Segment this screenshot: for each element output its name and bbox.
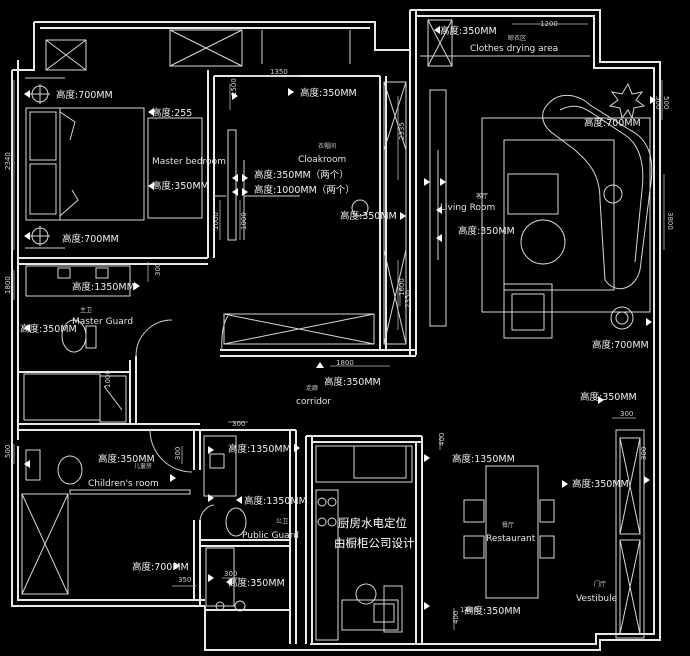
- room-label-clothes-drying-cn: 晾衣区: [508, 34, 526, 42]
- dim-300-b: 300: [174, 447, 182, 460]
- height-labels: 高度:350MM 高度:700MM 高度:255 高度:350MM 高度:700…: [20, 25, 649, 617]
- dim-2340: 2340: [4, 152, 12, 170]
- childrens-room: 儿童房 Children's room: [21, 429, 215, 595]
- living-room: 晾衣区 Clothes drying area 客厅 Living Room: [420, 19, 653, 339]
- dim-1800-b: 1800: [4, 276, 12, 294]
- height-label-kitchen-top: 高度:1350MM: [452, 453, 515, 465]
- room-label-restaurant-cn: 餐厅: [502, 521, 514, 529]
- dim-3800: 3800: [666, 212, 674, 230]
- height-label-living-bottom: 高度:700MM: [592, 339, 649, 351]
- dim-1600: 1600: [398, 278, 406, 296]
- room-label-master-bedroom: Master bedroom: [152, 157, 226, 167]
- room-label-master-guard: Master Guard: [72, 317, 133, 327]
- dim-400-a: 400: [438, 433, 446, 446]
- dim-2350: 2350: [404, 290, 412, 308]
- height-label-drying: 高度:350MM: [440, 25, 497, 37]
- height-label-vestibule-top: 高度:350MM: [580, 391, 637, 403]
- dim-1000-c: 1000: [104, 370, 112, 388]
- height-label-cloak-1000-pair: 高度:1000MM（两个）: [254, 184, 355, 196]
- room-label-clothes-drying: Clothes drying area: [470, 44, 558, 54]
- height-label-master-guard-vanity: 高度:1350MM: [72, 281, 135, 293]
- outer-walls: [11, 9, 661, 651]
- height-label-childrens-bottom: 高度:700MM: [132, 561, 189, 573]
- dim-1400: 1400: [460, 606, 478, 614]
- corridor: 走廊 corridor: [296, 384, 331, 407]
- kitchen-note-line1: 厨房水电定位: [338, 516, 407, 530]
- height-label-vestibule-mid: 高度:350MM: [572, 478, 629, 490]
- height-label-bed-side: 高度:255: [152, 107, 192, 119]
- height-label-cloak-top: 高度:350MM: [300, 87, 357, 99]
- height-label-cloak-350-pair: 高度:350MM（两个）: [254, 169, 349, 181]
- kitchen-note-line2: 由橱柜公司设计: [334, 536, 415, 550]
- master-bedroom: Master bedroom: [25, 29, 351, 249]
- dim-300-d: 300: [224, 570, 237, 578]
- restaurant: 餐厅 Restaurant: [463, 465, 555, 599]
- socket-markers: [24, 26, 656, 610]
- public-guard: 公卫 Public Guard: [203, 435, 299, 612]
- height-label-bed-bottom: 高度:700MM: [62, 233, 119, 245]
- height-label-public-guard-top: 高度:1350MM: [228, 443, 291, 455]
- dim-500-right: 500: [662, 96, 670, 109]
- dim-1800: 1800: [336, 359, 354, 367]
- room-label-corridor: corridor: [296, 397, 331, 407]
- dim-300-c: 300: [232, 420, 245, 428]
- height-label-master-guard: 高度:350MM: [20, 323, 77, 335]
- room-label-public-guard: Public Guard: [242, 531, 299, 541]
- height-label-kitchen-bottom: 高度:350MM: [464, 605, 521, 617]
- dim-500-c: 500: [654, 96, 662, 109]
- room-label-master-guard-cn: 主卫: [80, 306, 92, 314]
- dim-300-e: 300: [620, 410, 633, 418]
- room-label-childrens-room-cn: 儿童房: [134, 462, 152, 470]
- room-label-living-room: Living Room: [440, 203, 495, 213]
- dim-1000-b: 1000: [240, 212, 248, 230]
- dim-300-a: 300: [154, 263, 162, 276]
- height-label-bed-mid: 高度:350MM: [152, 180, 209, 192]
- height-label-public-guard-mid: 高度:1350MM: [244, 495, 307, 507]
- height-label-living-top: 高度:700MM: [584, 117, 641, 129]
- room-label-living-room-cn: 客厅: [476, 192, 488, 200]
- height-label-childrens: 高度:350MM: [98, 453, 155, 465]
- room-label-cloakroom-cn: 衣帽间: [318, 142, 336, 150]
- room-label-restaurant: Restaurant: [486, 534, 536, 544]
- dimension-labels: 1200 500 1350 2340 2335 1000 1000 1800 1…: [4, 20, 674, 624]
- dim-300-f: 300: [640, 447, 648, 460]
- dim-1500: 1500: [230, 78, 238, 96]
- dimension-lines: [13, 23, 665, 630]
- height-label-public-guard-bottom: 高度:350MM: [228, 577, 285, 589]
- dim-400-b: 400: [452, 611, 460, 624]
- height-label-cloak-mid: 高度:350MM: [340, 210, 397, 222]
- dim-1200: 1200: [540, 20, 558, 28]
- vestibule: 门厅 Vestibule: [576, 429, 645, 639]
- dim-1350: 1350: [270, 68, 288, 76]
- interior-walls: [18, 62, 423, 644]
- room-label-cloakroom: Cloakroom: [298, 155, 346, 165]
- kitchen: 厨房水电定位 由橱柜公司设计: [315, 445, 415, 641]
- height-label-living-mid: 高度:350MM: [458, 225, 515, 237]
- master-guard: 主卫 Master Guard: [23, 265, 229, 423]
- room-label-vestibule: Vestibule: [576, 594, 618, 604]
- height-label-corridor: 高度:350MM: [324, 376, 381, 388]
- dim-1000-a: 1000: [212, 212, 220, 230]
- dim-500-b: 500: [4, 445, 12, 458]
- room-label-public-guard-cn: 公卫: [276, 518, 288, 525]
- room-label-corridor-cn: 走廊: [306, 384, 318, 392]
- room-label-vestibule-cn: 门厅: [594, 580, 606, 588]
- cloakroom: 衣帽间 Cloakroom: [214, 81, 407, 345]
- room-label-childrens-room: Children's room: [88, 479, 159, 489]
- dim-2335: 2335: [398, 122, 406, 140]
- height-label-bed-top: 高度:700MM: [56, 89, 113, 101]
- dim-350: 350: [178, 576, 191, 584]
